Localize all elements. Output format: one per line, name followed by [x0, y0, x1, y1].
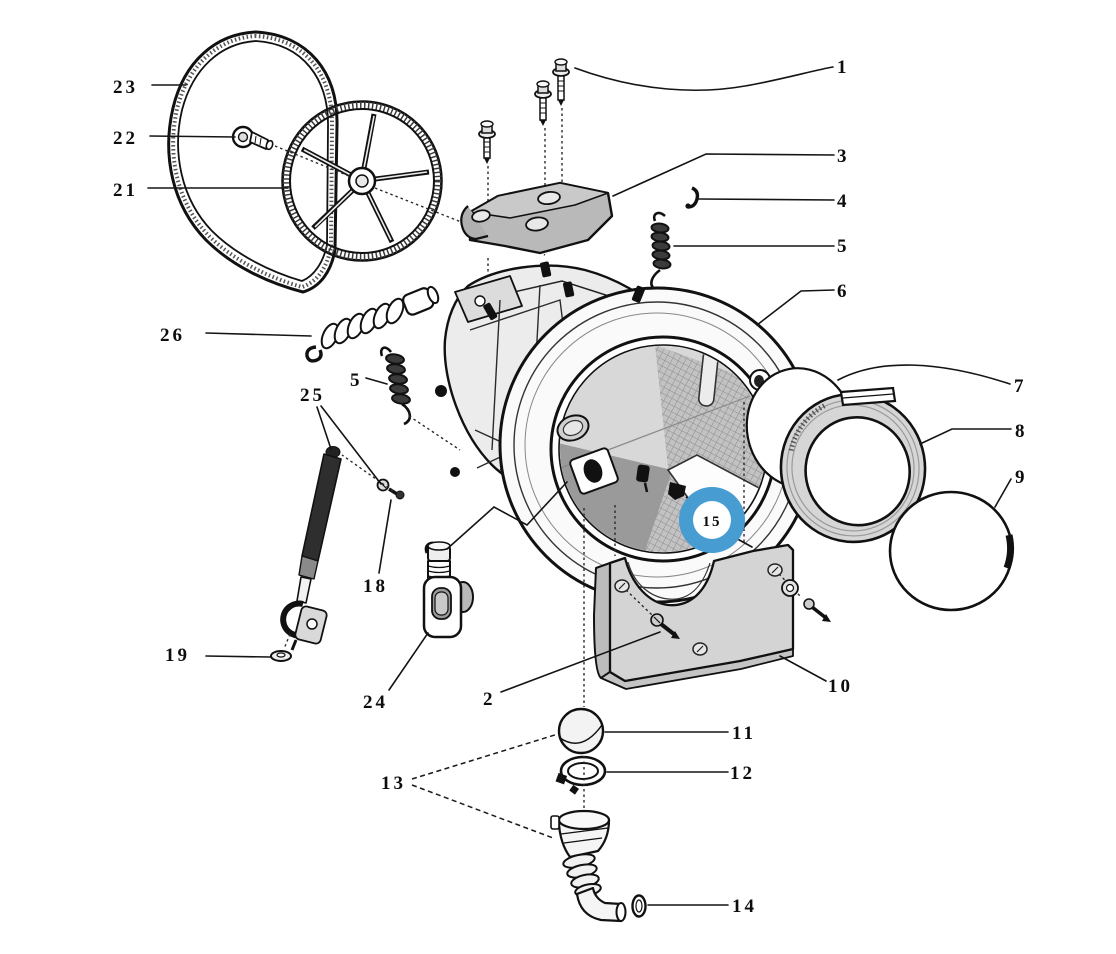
callout-18[interactable]: 18: [363, 576, 388, 597]
callout-21[interactable]: 21: [113, 180, 138, 201]
callout-25[interactable]: 25: [300, 385, 325, 406]
callout-6[interactable]: 6: [837, 281, 850, 302]
pulley-bolt: [231, 125, 546, 256]
callout-7[interactable]: 7: [1014, 376, 1027, 397]
callout-14[interactable]: 14: [732, 896, 757, 917]
callout-12[interactable]: 12: [730, 763, 755, 784]
callout-8[interactable]: 8: [1015, 421, 1028, 442]
callout-5-lower[interactable]: 5: [350, 370, 363, 391]
door-seal-ring: [779, 386, 927, 544]
counterweight: [593, 543, 795, 690]
mounting-screw-a: [478, 120, 496, 299]
callout-22[interactable]: 22: [113, 128, 138, 149]
top-counterweight-bracket: [460, 181, 614, 255]
tub-assembly: [435, 261, 816, 604]
suspension-spring-right: [650, 211, 672, 291]
suspension-spring-left: [379, 346, 461, 451]
callout-labels: 23 22 21 26 5 25 18 19 24 2 13 1 3 4 5 6…: [113, 57, 1028, 917]
drive-belt: [167, 30, 339, 294]
hinge-bracket: [422, 541, 474, 639]
check-ball: [557, 707, 605, 755]
callout-4[interactable]: 4: [837, 191, 850, 212]
callout-19[interactable]: 19: [165, 645, 190, 666]
callout-13[interactable]: 13: [381, 773, 406, 794]
drain-hose: [550, 809, 627, 923]
absorber-nut: [270, 650, 292, 662]
mounting-screw-b: [534, 80, 552, 186]
callout-23[interactable]: 23: [113, 77, 138, 98]
shock-absorber: [280, 446, 342, 651]
counterweight-screw-left: [625, 589, 680, 639]
counterweight-screw-right: [778, 573, 831, 622]
hose-o-ring: [631, 894, 647, 918]
callout-3[interactable]: 3: [837, 146, 850, 167]
callout-24[interactable]: 24: [363, 692, 388, 713]
drum-pulley: [281, 100, 443, 262]
absorber-bolt: [341, 454, 405, 500]
leader-lines: [147, 66, 1012, 906]
callout-5-upper[interactable]: 5: [837, 236, 850, 257]
door-glass: [888, 490, 1015, 612]
spring-clip: [685, 186, 700, 209]
highlighted-part-badge[interactable]: 15: [679, 487, 745, 553]
mounting-screw-c: [552, 58, 570, 188]
flexible-spring-hose: [305, 285, 440, 363]
callout-11[interactable]: 11: [732, 723, 756, 744]
callout-10[interactable]: 10: [828, 676, 853, 697]
callout-9[interactable]: 9: [1015, 467, 1028, 488]
callout-2[interactable]: 2: [483, 689, 496, 710]
callout-26[interactable]: 26: [160, 325, 185, 346]
callout-1[interactable]: 1: [837, 57, 850, 78]
highlighted-part-number[interactable]: 15: [703, 514, 722, 530]
clamp-ring: [555, 755, 607, 795]
